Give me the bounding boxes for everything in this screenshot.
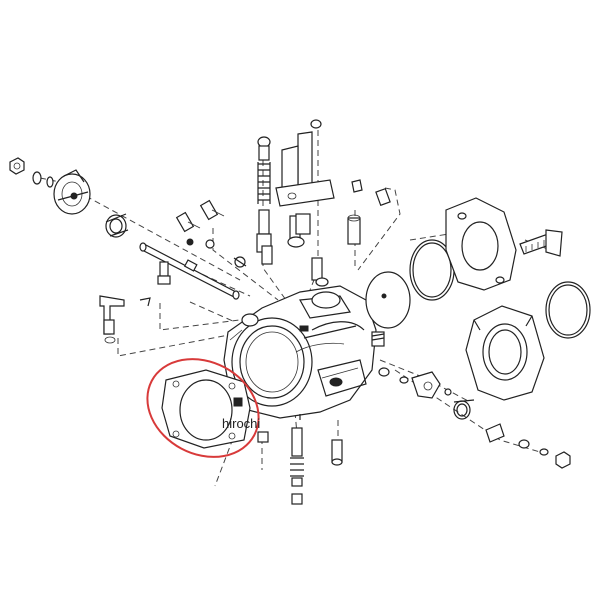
fuel-plunger xyxy=(261,245,273,265)
accelerator-pump-rod xyxy=(256,136,272,253)
middle-small-parts xyxy=(311,179,391,287)
right-body-parts xyxy=(371,331,571,469)
base-gasket xyxy=(161,369,251,449)
left-nut-washer-set xyxy=(9,157,54,188)
mounting-bolt xyxy=(519,229,563,257)
idle-screws xyxy=(157,199,247,285)
highlight-ellipse xyxy=(146,358,260,458)
manifold-flange-top xyxy=(445,197,517,291)
lower-jets xyxy=(257,427,343,505)
throttle-spring xyxy=(105,213,129,238)
intake-adapter xyxy=(465,305,545,401)
throttle-shaft xyxy=(139,242,240,300)
diaphragm-disk xyxy=(365,271,411,329)
watermark-text: hirochi xyxy=(222,416,261,431)
carburetor-body xyxy=(223,285,377,420)
pump-linkage xyxy=(99,295,151,344)
pump-lever-bracket xyxy=(275,119,335,248)
throttle-wheel xyxy=(53,169,91,215)
